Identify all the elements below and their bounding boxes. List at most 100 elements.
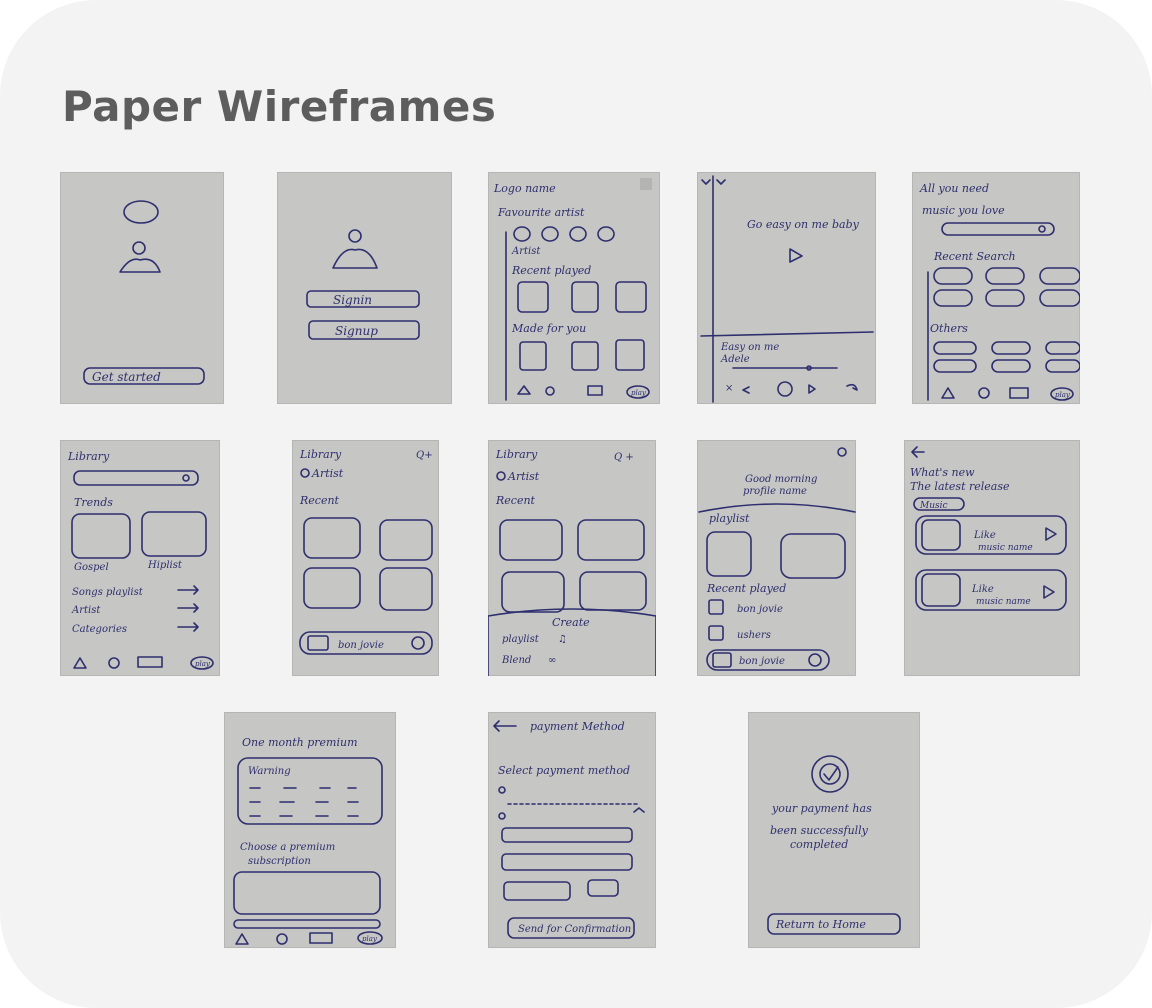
sketch-home-greeting-drawing: Good morning profile name playlist Recen… (698, 447, 856, 671)
svg-text:Q +: Q + (614, 452, 634, 463)
card-name-field (501, 853, 633, 871)
card-number-field (501, 827, 633, 843)
subscription-label: subscription (248, 856, 311, 867)
home-icon (235, 933, 249, 945)
greeting-line: Good morning (745, 474, 817, 485)
artist-label: Artist (511, 246, 541, 257)
now-playing-title: bon jovie (739, 656, 785, 667)
library-title: Library (299, 448, 342, 461)
arrow-right-icon (177, 603, 199, 613)
library-icon (587, 385, 603, 396)
play-badge-label: play (631, 389, 647, 397)
categories-link: Categories (72, 624, 127, 635)
checkmark-icon (823, 766, 839, 781)
library-icon (137, 656, 163, 668)
songs-playlist-link: Songs playlist (72, 587, 144, 598)
sketch-player: Go easy on me baby Easy on me Adele × (697, 172, 876, 404)
success-line: your payment has (771, 802, 872, 815)
music-note-icon: ♫ (558, 634, 567, 645)
now-playing-bar (299, 631, 433, 655)
svg-text:×: × (725, 383, 733, 394)
play-button-icon (777, 381, 793, 397)
sketch-library-recent: Library Q+ Artist Recent bon jovie (292, 440, 439, 676)
arrow-right-icon (177, 622, 199, 632)
sketch-library: Library Trends Gospel Hiplist Songs play… (60, 440, 220, 676)
pause-icon (808, 653, 822, 667)
play-icon (1045, 527, 1057, 541)
artist-filter-label: Artist (507, 470, 540, 483)
radio-option (498, 812, 506, 820)
sketch-payment-success: your payment has been successfully compl… (748, 712, 920, 948)
profile-name: profile name (743, 486, 807, 497)
user-icon (348, 229, 362, 243)
now-playing-bar (706, 649, 830, 671)
library-icon (1009, 387, 1029, 399)
back-arrow-icon (911, 446, 925, 458)
release-card (915, 569, 1067, 611)
sketch-search: All you need music you love Recent Searc… (912, 172, 1080, 404)
recent-label: Recent (299, 494, 340, 507)
sketch-library-create-drawing: Library Q + Artist Recent Create playlis… (488, 448, 656, 676)
library-icon (309, 932, 333, 944)
chevron-down-icon (701, 179, 711, 185)
create-sheet (488, 608, 656, 676)
send-confirmation-button (507, 917, 635, 939)
choose-premium-label: Choose a premium (240, 842, 335, 853)
play-badge-icon (190, 656, 214, 670)
recent-item: ushers (737, 630, 771, 641)
now-playing-title: bon jovie (338, 640, 384, 651)
cvv-field (587, 879, 619, 897)
search-icon (1038, 225, 1046, 233)
search-icon (978, 387, 990, 399)
play-badge-icon (1050, 387, 1074, 401)
sketch-library-recent-drawing: Library Q+ Artist Recent bon jovie (299, 448, 433, 655)
favourite-artist-label: Favourite artist (497, 206, 585, 219)
whats-new-title: What's new (910, 466, 975, 479)
premium-title: One month premium (242, 736, 358, 749)
sketch-welcome-drawing: Get started (83, 200, 205, 385)
genre-hiplist: Hiplist (147, 560, 183, 571)
repeat-icon (846, 383, 858, 391)
logo-label: Logo name (493, 182, 556, 195)
recent-played-label: Recent played (706, 582, 786, 595)
library-title: Library (495, 448, 538, 461)
payment-title: payment Method (530, 720, 625, 733)
track-artist: Adele (720, 354, 750, 365)
get-started-button (83, 367, 205, 385)
sketch-home-drawing: Logo name Favourite artist Artist Recent… (493, 178, 652, 401)
search-icon (182, 474, 190, 482)
search-icon (276, 933, 288, 945)
search-input (73, 470, 199, 486)
search-input (941, 222, 1055, 236)
search-icon (108, 657, 120, 669)
home-icon (941, 387, 955, 399)
sketch-whats-new: What's new The latest release Music Like… (904, 440, 1080, 676)
create-blend-option: Blend (501, 655, 531, 666)
sketch-search-drawing: All you need music you love Recent Searc… (919, 182, 1080, 401)
get-started-label: Get started (92, 370, 161, 384)
signup-button (308, 320, 420, 340)
song-title: Go easy on me baby (747, 218, 860, 231)
sketch-home-greeting: Good morning profile name playlist Recen… (697, 440, 856, 676)
select-method-label: Select payment method (498, 764, 630, 777)
expiry-field (503, 881, 571, 901)
music-chip (913, 497, 965, 511)
play-icon (789, 248, 803, 263)
chevron-up-icon (633, 807, 645, 813)
back-arrow-icon (493, 720, 517, 732)
music-chip-label: Music (919, 501, 948, 511)
recent-label: Recent (495, 494, 536, 507)
home-icon (73, 657, 87, 669)
sketch-payment-method: payment Method Select payment method Sen… (488, 712, 656, 948)
create-playlist-option: playlist (502, 634, 540, 645)
artist-link: Artist (71, 605, 101, 616)
svg-text:Q+: Q+ (416, 450, 433, 461)
latest-release-subtitle: The latest release (910, 480, 1010, 493)
release-music-name: music name (978, 543, 1033, 553)
success-icon (811, 755, 849, 793)
subscription-option (233, 871, 381, 915)
page-title: Paper Wireframes (62, 82, 497, 131)
recent-search-label: Recent Search (933, 250, 1016, 263)
search-heading: All you need (919, 182, 989, 195)
play-badge-label: play (1055, 391, 1071, 399)
